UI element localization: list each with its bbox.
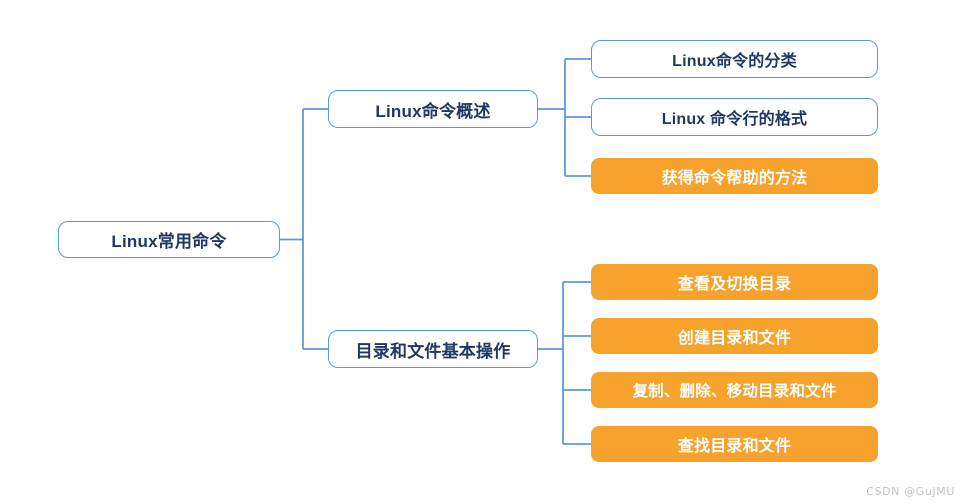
node-leaf-get-command-help[interactable]: 获得命令帮助的方法 xyxy=(591,158,878,194)
node-leaf-create-directory-file[interactable]: 创建目录和文件 xyxy=(591,318,878,354)
watermark-text: CSDN @GuJMU xyxy=(866,485,955,498)
node-leaf-command-line-format[interactable]: Linux 命令行的格式 xyxy=(591,98,878,136)
node-leaf-find-directory-file[interactable]: 查找目录和文件 xyxy=(591,426,878,462)
node-branch-directory-file-operations[interactable]: 目录和文件基本操作 xyxy=(328,330,538,368)
node-leaf-command-categories[interactable]: Linux命令的分类 xyxy=(591,40,878,78)
node-root[interactable]: Linux常用命令 xyxy=(58,221,280,258)
node-branch-linux-command-overview[interactable]: Linux命令概述 xyxy=(328,90,538,128)
node-leaf-view-switch-directory[interactable]: 查看及切换目录 xyxy=(591,264,878,300)
node-leaf-copy-delete-move[interactable]: 复制、删除、移动目录和文件 xyxy=(591,372,878,408)
